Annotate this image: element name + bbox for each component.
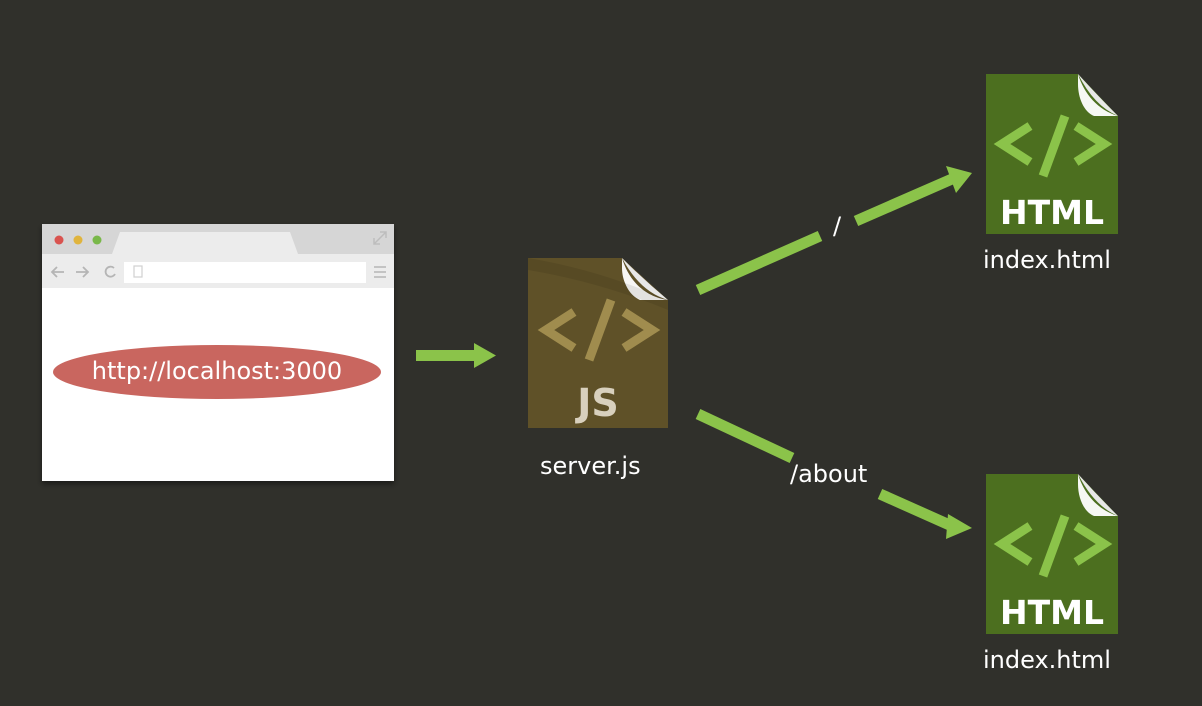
browser-tab bbox=[112, 232, 298, 254]
js-badge-text: JS bbox=[574, 381, 619, 425]
route-arrow-bottom bbox=[695, 409, 972, 539]
browser-window-icon bbox=[42, 224, 394, 481]
js-file-icon: JS bbox=[528, 258, 668, 428]
html-file-icon: HTML bbox=[986, 74, 1118, 234]
maximize-dot-icon bbox=[92, 235, 102, 245]
arrow-icon bbox=[416, 343, 496, 368]
html-badge-text: HTML bbox=[1000, 193, 1104, 232]
minimize-dot-icon bbox=[73, 235, 83, 245]
menu-icon bbox=[374, 266, 386, 278]
index-file-label: index.html bbox=[983, 246, 1111, 274]
index-file-label: index.html bbox=[983, 646, 1111, 674]
forward-arrow-icon bbox=[76, 266, 90, 278]
route-label-about: /about bbox=[790, 460, 868, 488]
route-label-root: / bbox=[833, 212, 842, 240]
expand-icon bbox=[373, 231, 387, 245]
server-file-label: server.js bbox=[540, 452, 641, 480]
reload-icon bbox=[104, 265, 116, 278]
route-arrow-top bbox=[695, 166, 972, 296]
url-pill bbox=[53, 345, 381, 399]
close-dot-icon bbox=[54, 235, 64, 245]
html-badge-text: HTML bbox=[1000, 593, 1104, 632]
back-arrow-icon bbox=[50, 266, 64, 278]
page-icon bbox=[133, 265, 143, 278]
url-text: http://localhost:3000 bbox=[91, 357, 343, 385]
address-bar bbox=[124, 262, 366, 283]
html-file-icon: HTML bbox=[986, 474, 1118, 634]
